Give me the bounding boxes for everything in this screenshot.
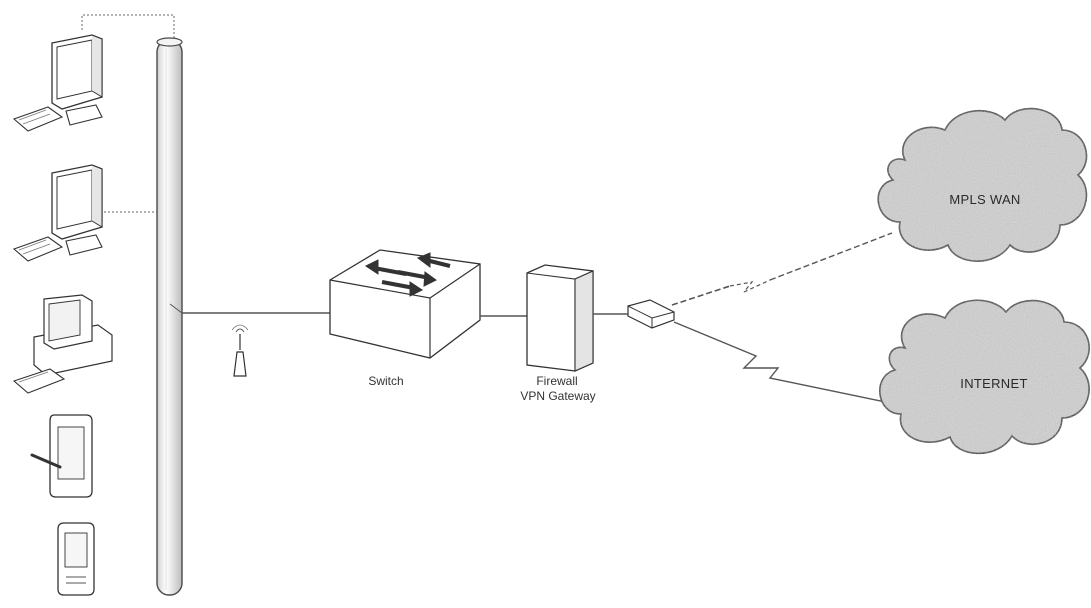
firewall-label-line1: Firewall: [536, 374, 577, 388]
router-internet-link: [673, 321, 891, 404]
internet-cloud-label: INTERNET: [960, 376, 1027, 391]
cloud-icon: [877, 107, 1088, 262]
tablet-stylus-icon: [30, 414, 93, 498]
switch-label: Switch: [368, 374, 403, 388]
router-wan-link: [671, 232, 893, 306]
lan-backbone-pipe: [156, 37, 183, 596]
monitor-links: [81, 14, 175, 213]
desktop-computer-icon: [12, 294, 113, 394]
firewall-label-line2: VPN Gateway: [520, 389, 595, 403]
pda-icon: [57, 522, 95, 596]
switch-icon: [329, 249, 481, 359]
antenna-icon: [231, 324, 249, 377]
router-icon: [627, 299, 675, 329]
backbone-tap: [169, 303, 183, 314]
cloud-icon: [879, 299, 1090, 455]
firewall-icon: [526, 264, 594, 372]
desktop-monitor-icon: [12, 34, 103, 132]
wan-cloud-label: MPLS WAN: [949, 192, 1020, 207]
desktop-monitor-icon: [12, 164, 103, 262]
